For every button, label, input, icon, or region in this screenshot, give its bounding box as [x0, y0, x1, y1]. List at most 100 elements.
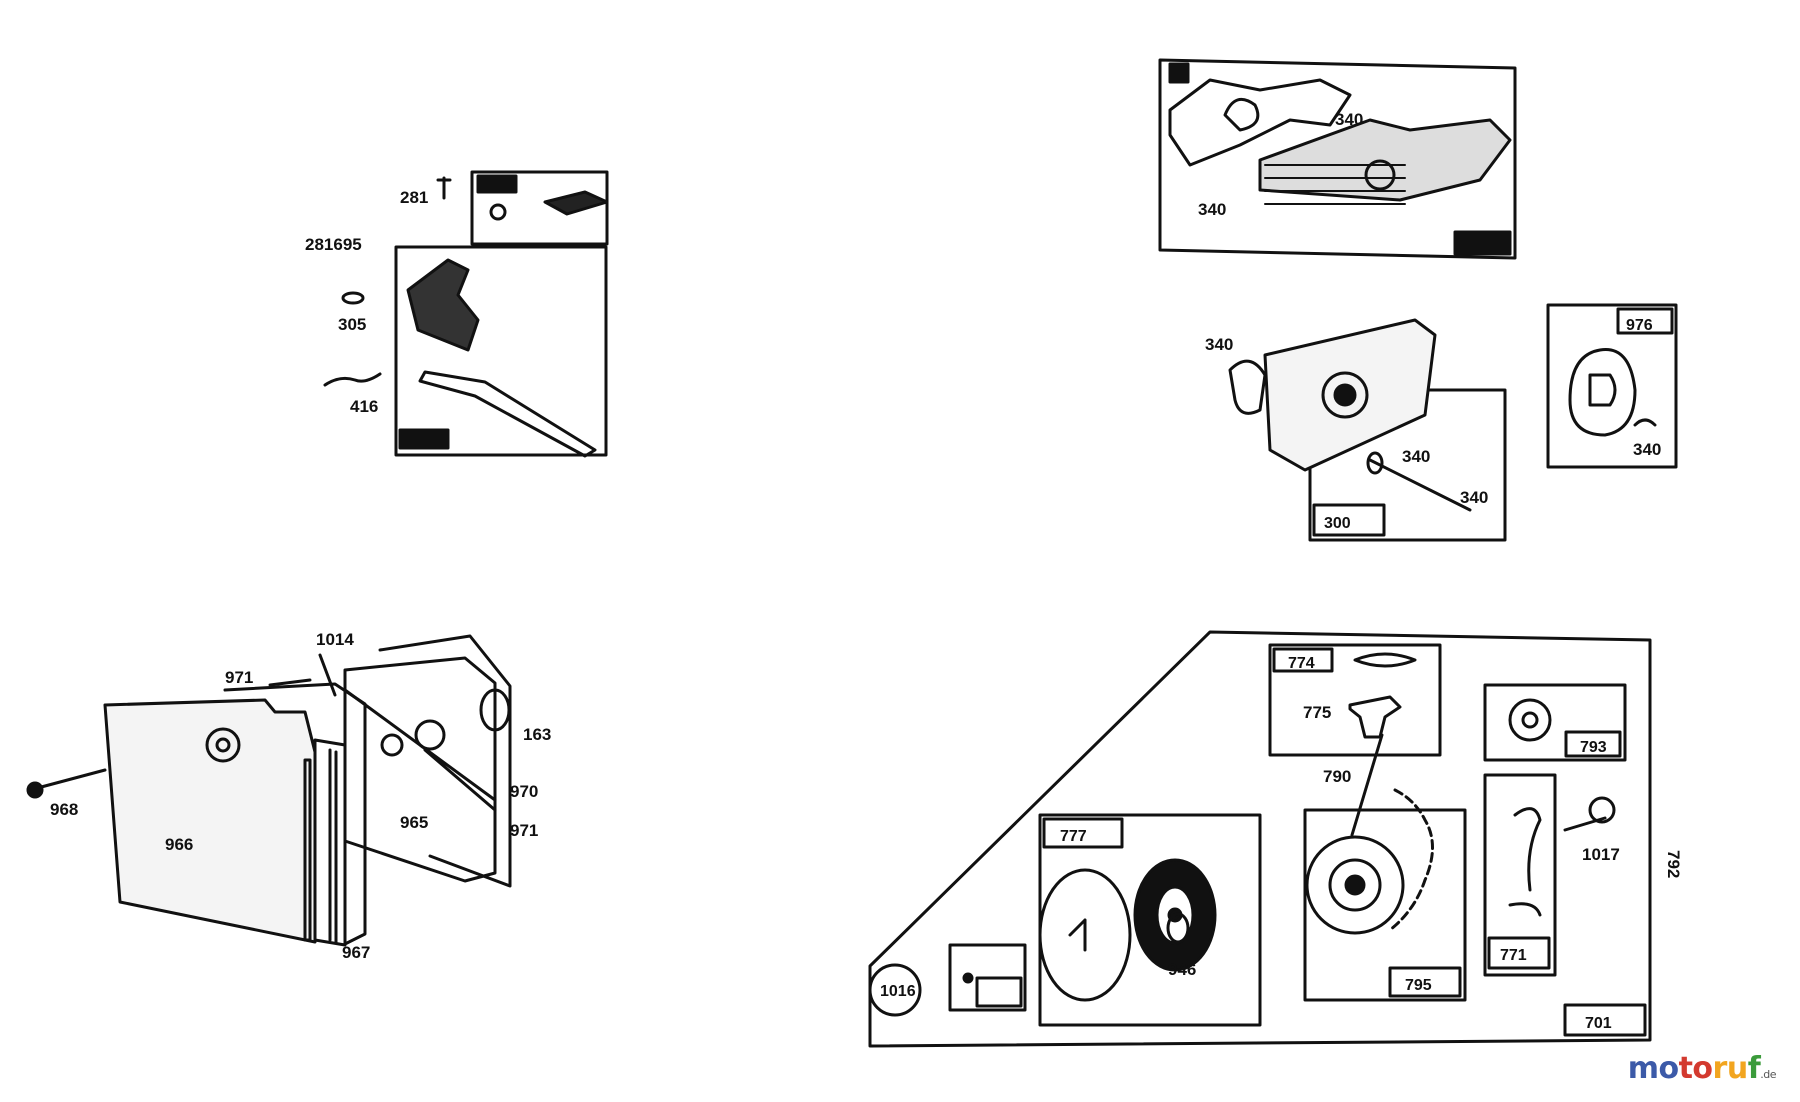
watermark-part: ru	[1712, 1051, 1749, 1086]
box-label: 1016	[880, 983, 916, 1000]
part-box	[394, 245, 608, 457]
base-screw	[380, 733, 404, 757]
callout-label: 340	[1335, 110, 1363, 129]
callout-label: 965	[400, 813, 428, 832]
part-number-tag	[398, 428, 450, 450]
watermark-part: to	[1678, 1051, 1713, 1086]
callout-label: 1014	[316, 630, 354, 649]
part-box	[1546, 303, 1678, 469]
deflector-part	[1568, 348, 1637, 437]
watermark-part: f	[1747, 1051, 1761, 1086]
washer-part	[1166, 912, 1190, 944]
part-number-tag	[1616, 307, 1674, 335]
part-box	[1308, 388, 1507, 542]
guard-slots	[1264, 164, 1406, 205]
group-governor-parts	[323, 170, 609, 458]
pulley-hub	[1328, 858, 1382, 912]
part-number-tag	[1042, 817, 1124, 849]
box-label: 774	[1288, 655, 1315, 672]
callout-label: 775	[1303, 703, 1331, 722]
pin-part	[1563, 816, 1607, 832]
part-number-tag	[1312, 503, 1386, 537]
leader-lines	[268, 653, 497, 812]
part-number-tag	[1272, 647, 1334, 673]
callout-label: 970	[510, 782, 538, 801]
clip-part	[341, 291, 365, 305]
muffler-pipe	[1228, 359, 1267, 415]
pulley-center	[1521, 711, 1539, 729]
callout-label: 967	[342, 943, 370, 962]
callout-labels: 281 281695 305 416 1014 971 163 970 971 …	[50, 110, 1683, 1032]
muffler-guard	[1258, 118, 1512, 202]
group-deflector	[1546, 303, 1678, 469]
air-cleaner-cover	[103, 698, 317, 944]
deflector-slot	[1588, 373, 1617, 407]
guard-hole	[1364, 159, 1396, 191]
box-label: 793	[1580, 739, 1607, 756]
callout-label: 968	[50, 800, 78, 819]
part-box	[948, 943, 1027, 1012]
dog-part	[1588, 796, 1616, 824]
callout-label: 340	[1205, 335, 1233, 354]
pulley-part	[1508, 698, 1552, 742]
part-number-tag	[1564, 730, 1622, 758]
air-cleaner-base	[378, 634, 512, 888]
muffler-screw	[1368, 458, 1472, 512]
watermark-logo: motoruf.de	[1627, 1051, 1777, 1086]
part-box	[1483, 773, 1557, 977]
muffler-center	[1333, 383, 1357, 407]
group-air-cleaner	[26, 634, 512, 947]
group-rewind-starter	[868, 630, 1652, 1048]
handle-grip	[1353, 652, 1417, 668]
watermark-part: mo	[1627, 1051, 1679, 1086]
base-plate	[343, 656, 497, 883]
brake-spring	[1508, 807, 1542, 917]
callout-label: 340	[1198, 200, 1226, 219]
part-box	[1268, 643, 1442, 757]
part-box	[1303, 808, 1467, 1002]
governor-lever	[418, 370, 597, 458]
starter-rope	[1350, 733, 1384, 837]
starter-handle	[1348, 695, 1402, 739]
part-number-tag	[1388, 966, 1462, 998]
base-port	[414, 719, 446, 751]
starter-pulley	[1305, 835, 1405, 935]
deflector-screw	[1633, 418, 1657, 427]
part-number-tag	[1168, 62, 1190, 84]
cover-boss	[205, 727, 241, 763]
part-number-tag	[975, 976, 1023, 1008]
callout-label: 792	[1664, 850, 1683, 878]
link-part	[323, 372, 382, 387]
governor-crank	[406, 258, 480, 352]
small-part	[962, 972, 974, 984]
callout-label: 305	[338, 315, 366, 334]
starter-cup	[1038, 868, 1132, 1002]
screw-head	[26, 781, 44, 799]
box-label: 300	[1324, 515, 1351, 532]
box-label: 701	[1585, 1015, 1612, 1032]
lock-washer	[1366, 451, 1384, 475]
callout-label: 966	[165, 835, 193, 854]
cup-mark	[1068, 918, 1087, 952]
box-label: 795	[1405, 977, 1432, 994]
cover-hole	[215, 737, 231, 753]
part-box	[1158, 58, 1517, 260]
bracket	[1223, 97, 1260, 132]
box-label: 976	[1626, 317, 1653, 334]
part-box	[1483, 683, 1627, 762]
group-muffler	[1228, 318, 1507, 542]
callout-label: 340	[1402, 447, 1430, 466]
starter-outline	[868, 630, 1652, 1048]
callout-label: 790	[1323, 767, 1351, 786]
callout-label: 281	[400, 188, 428, 207]
part-number-tag	[868, 963, 922, 1017]
box-label: 771	[1500, 947, 1527, 964]
callout-label: 971	[510, 821, 538, 840]
breather-tube	[479, 688, 511, 732]
callout-label: 340	[1633, 440, 1661, 459]
part-number-tag	[1563, 1003, 1647, 1037]
heat-shield	[1168, 78, 1352, 167]
group-muffler-guard	[1158, 58, 1517, 260]
callout-label: 416	[350, 397, 378, 416]
